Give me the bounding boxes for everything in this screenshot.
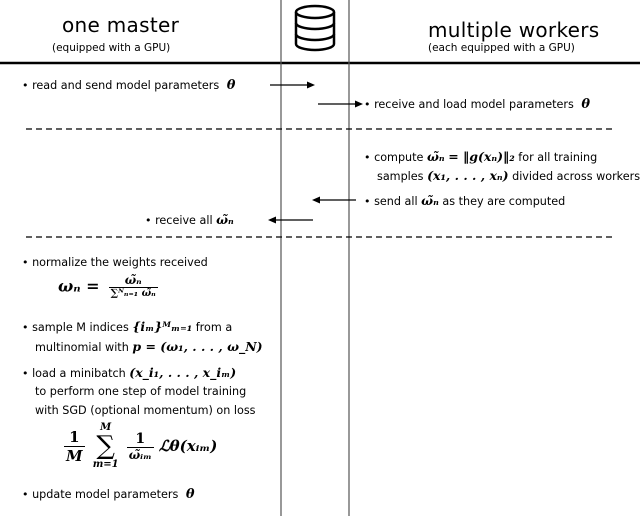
step-read-send: • read and send model parameters θ	[22, 78, 236, 93]
arrow-send-weights	[312, 196, 356, 204]
samples-set: (x₁, . . . , xₙ)	[427, 168, 509, 183]
step-compute: • compute ω̃ₙ = ‖g(xₙ)‖₂ for all trainin…	[364, 149, 598, 165]
arrow-receive-params	[318, 100, 363, 108]
theta-symbol: θ	[185, 487, 195, 502]
normalize-equation: ωₙ = ω̃ₙ ∑ᴺₙ₌₁ ω̃ₙ	[58, 273, 158, 299]
loss-function: ℒθ(xᵢₘ)	[158, 437, 218, 455]
step-send-all: • send all ω̃ₙ as they are computed	[364, 193, 566, 209]
omega-tilde-n: ω̃ₙ	[426, 149, 445, 164]
omega-tilde-n: ω̃ₙ	[216, 212, 234, 227]
p-expression: p = (ω₁, . . . , ω_N)	[132, 339, 263, 354]
one-over-omega: 1 ω̃ᵢₘ	[126, 430, 154, 462]
step-compute-samples: samples (x₁, . . . , xₙ) divided across …	[377, 168, 640, 184]
step-receive-all: • receive all ω̃ₙ	[145, 212, 234, 228]
loss-equation: 1 M M ∑ m=1 1 ω̃ᵢₘ ℒθ(xᵢₘ)	[64, 422, 217, 478]
step-sample-indices: • sample M indices {iₘ}ᴹₘ₌₁ from a	[22, 319, 233, 335]
step-update: • update model parameters θ	[22, 487, 195, 502]
theta-symbol: θ	[581, 97, 591, 112]
omega-n-equals: ωₙ =	[58, 276, 100, 296]
bullet: •	[364, 151, 371, 164]
step-sgd-loss: with SGD (optional momentum) on loss	[35, 404, 256, 417]
bullet: •	[364, 98, 371, 111]
bullet: •	[22, 367, 29, 380]
norm-expression: = ‖g(xₙ)‖₂	[448, 149, 515, 164]
master-subtitle: (equipped with a GPU)	[52, 42, 171, 54]
bullet: •	[22, 321, 29, 334]
bullet: •	[22, 256, 29, 269]
bullet: •	[145, 214, 152, 227]
master-title: one master	[62, 13, 180, 37]
one-over-M: 1 M	[64, 427, 85, 465]
theta-symbol: θ	[226, 78, 236, 93]
sum-operator: M ∑ m=1	[92, 422, 119, 470]
bullet: •	[22, 79, 29, 92]
step-normalize: • normalize the weights received	[22, 256, 208, 269]
workers-subtitle: (each equipped with a GPU)	[428, 42, 575, 54]
indices-set: {iₘ}ᴹₘ₌₁	[132, 319, 193, 334]
normalize-fraction: ω̃ₙ ∑ᴺₙ₌₁ ω̃ₙ	[108, 273, 158, 299]
step-perform-training: to perform one step of model training	[35, 385, 247, 398]
bullet: •	[22, 488, 29, 501]
arrow-receive-weights	[268, 216, 313, 224]
step-multinomial: multinomial with p = (ω₁, . . . , ω_N)	[35, 339, 263, 355]
workers-title: multiple workers	[428, 18, 600, 42]
arrow-send-params	[270, 81, 315, 89]
bullet: •	[364, 195, 371, 208]
database-icon	[294, 4, 336, 52]
omega-tilde-n: ω̃ₙ	[421, 193, 439, 208]
step-load-minibatch: • load a minibatch (x_i₁, . . . , x_iₘ)	[22, 365, 237, 381]
minibatch-set: (x_i₁, . . . , x_iₘ)	[129, 365, 237, 380]
step-receive-load: • receive and load model parameters θ	[364, 97, 591, 112]
